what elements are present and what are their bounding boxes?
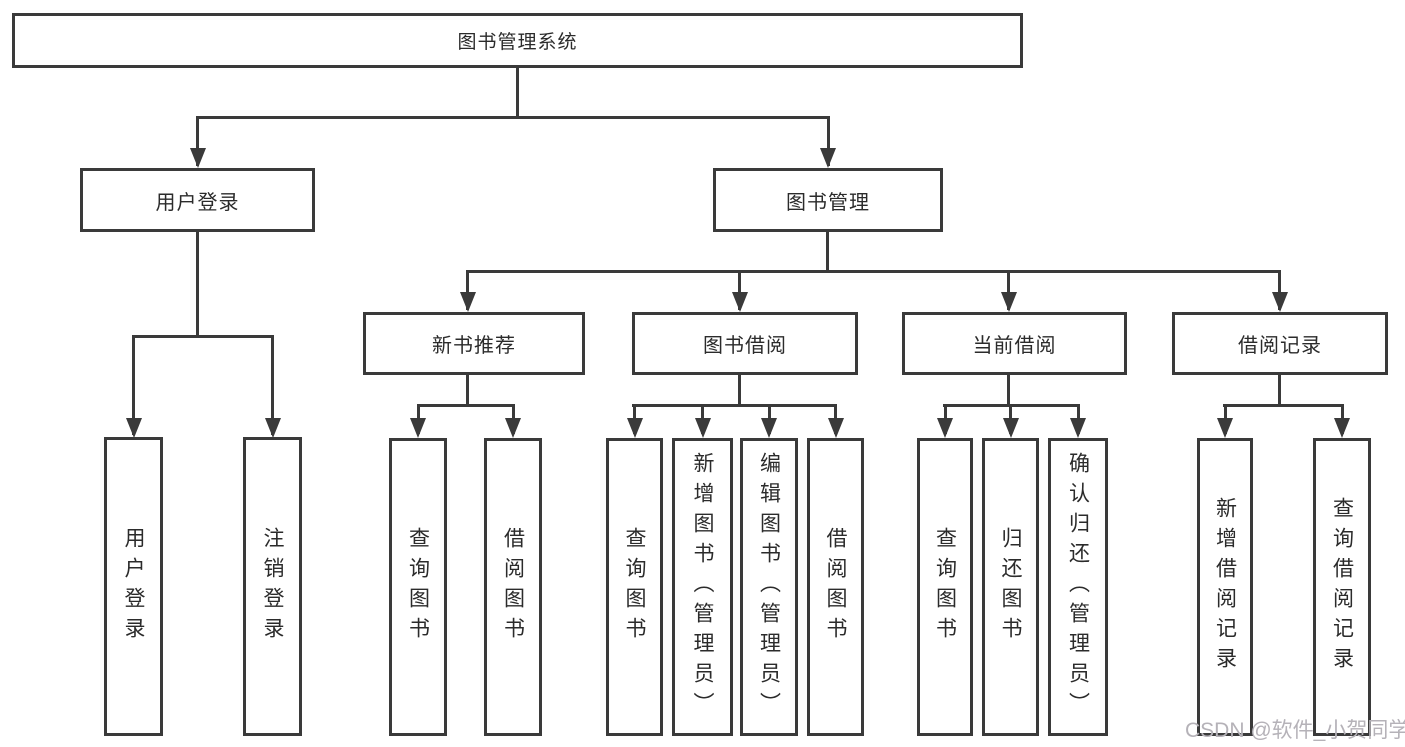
down-arrowhead-icon [1217,418,1233,438]
leaf-return-books: 归还图书 [982,438,1039,736]
down-arrowhead-icon [126,418,142,438]
connector-sub-trunk [738,375,741,407]
connector-leaf-drop [271,335,274,435]
down-arrowhead-icon [732,292,748,312]
leaf-confirm-return-admin: 确认归还（管理员） [1048,438,1108,736]
connector-l2-drop [1007,270,1010,310]
connector-l2-drop [738,270,741,310]
down-arrowhead-icon [265,418,281,438]
down-arrowhead-icon [1334,418,1350,438]
down-arrowhead-icon [410,418,426,438]
down-arrowhead-icon [761,418,777,438]
connector-l2-bus [466,270,1281,273]
connector-root-trunk [516,68,519,118]
csdn-watermark: CSDN @软件_小贺同学 [1185,719,1405,742]
connector-l1-bus [196,116,830,119]
down-arrowhead-icon [505,418,521,438]
connector-l2-drop [466,270,469,310]
leaf-query-books: 查询图书 [606,438,663,736]
connector-l1-drop [196,116,199,166]
leaf-borrow-books: 借阅图书 [807,438,864,736]
node-current-borrowing: 当前借阅 [902,312,1127,375]
leaf-edit-books-admin: 编辑图书（管理员） [740,438,798,736]
connector-sub-bus [417,404,514,407]
down-arrowhead-icon [1070,418,1086,438]
connector-sub-trunk [1007,375,1010,407]
down-arrowhead-icon [460,292,476,312]
node-book-borrowing: 图书借阅 [632,312,858,375]
down-arrowhead-icon [1272,292,1288,312]
down-arrowhead-icon [937,418,953,438]
node-book-management: 图书管理 [713,168,943,232]
connector-sub-trunk [1278,375,1281,407]
leaf-user-login: 用户登录 [104,437,163,736]
down-arrowhead-icon [828,418,844,438]
down-arrowhead-icon [1003,418,1019,438]
connector-login-trunk [196,232,199,337]
connector-leaf-drop [132,335,135,435]
node-library-system: 图书管理系统 [12,13,1023,68]
leaf-add-borrow-record: 新增借阅记录 [1197,438,1253,736]
leaf-borrow-books: 借阅图书 [484,438,542,736]
down-arrowhead-icon [695,418,711,438]
down-arrowhead-icon [627,418,643,438]
connector-mgmt-trunk [826,232,829,272]
leaf-query-borrow-record: 查询借阅记录 [1313,438,1371,736]
connector-login-bus [132,335,274,338]
node-borrow-records: 借阅记录 [1172,312,1388,375]
connector-l2-drop [1278,270,1281,310]
down-arrowhead-icon [820,148,836,168]
leaf-add-books-admin: 新增图书（管理员） [672,438,733,736]
leaf-query-books: 查询图书 [389,438,447,736]
node-new-book-recommend: 新书推荐 [363,312,585,375]
connector-sub-bus [1223,404,1343,407]
down-arrowhead-icon [190,148,206,168]
connector-l1-drop [827,116,830,166]
connector-sub-trunk [466,375,469,407]
connector-sub-bus [632,404,837,407]
leaf-logout: 注销登录 [243,437,302,736]
down-arrowhead-icon [1001,292,1017,312]
leaf-query-books: 查询图书 [917,438,973,736]
node-user-login: 用户登录 [80,168,315,232]
